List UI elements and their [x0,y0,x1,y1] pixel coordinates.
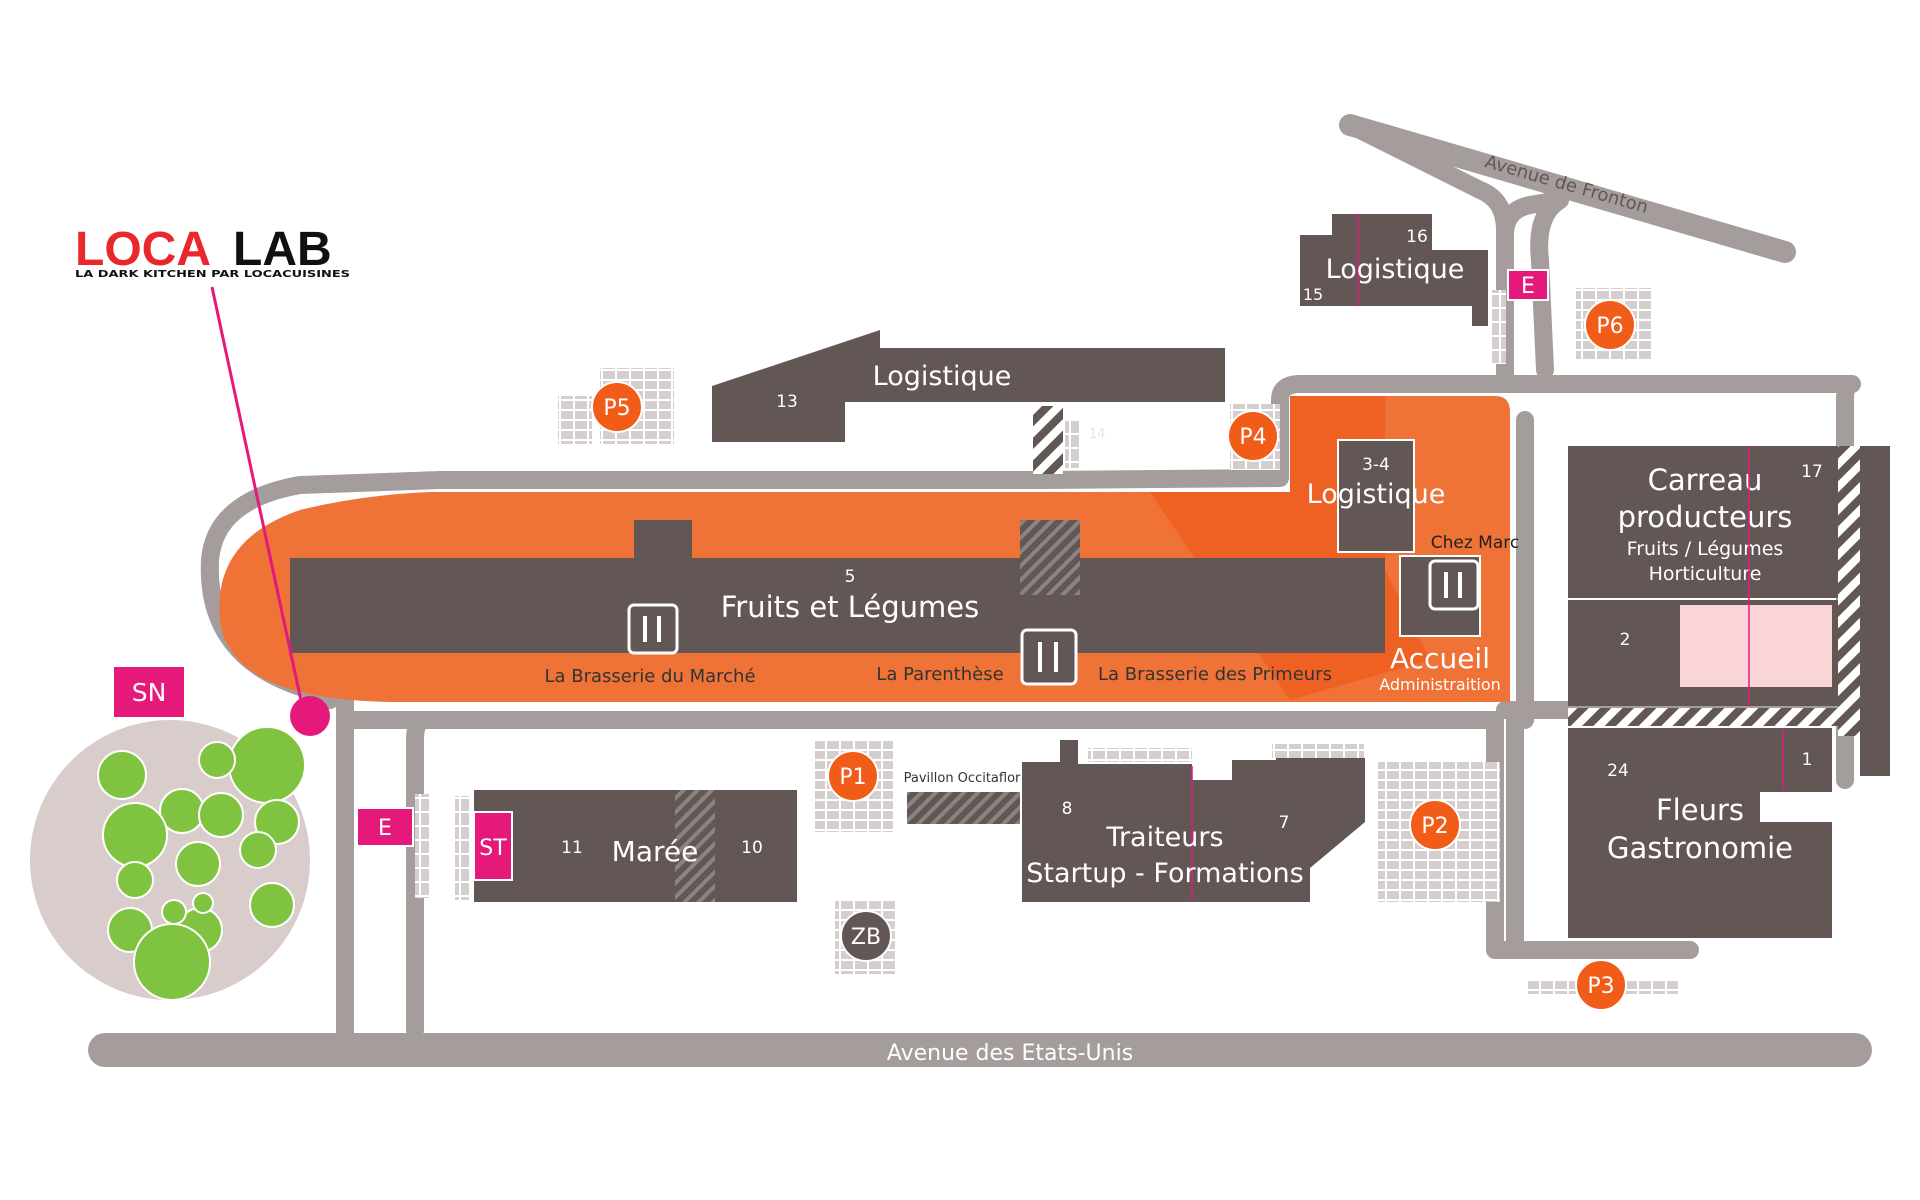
zone-zb[interactable]: ZB [840,910,892,962]
svg-text:Pavillon Occitaflor: Pavillon Occitaflor [904,771,1021,786]
svg-text:Startup - Formations: Startup - Formations [1026,858,1303,889]
building-logistique-13[interactable]: 13 Logistique [712,330,1225,442]
restaurant-brasserie-des-primeurs[interactable]: La Brasserie des Primeurs [1098,664,1332,685]
svg-text:24: 24 [1607,761,1629,781]
parking-p6[interactable]: P6 [1584,299,1636,351]
svg-text:3-4: 3-4 [1362,455,1390,475]
svg-text:Gastronomie: Gastronomie [1607,831,1793,865]
svg-text:Fruits / Légumes: Fruits / Légumes [1627,538,1784,560]
svg-text:Administraition: Administraition [1379,675,1501,694]
svg-text:13: 13 [776,392,798,412]
svg-text:E: E [378,816,392,841]
svg-text:Chez Marc: Chez Marc [1431,533,1519,553]
svg-text:LA DARK KITCHEN PAR LOCACUISIN: LA DARK KITCHEN PAR LOCACUISINES [75,269,350,280]
restaurant-la-parenthese[interactable]: La Parenthèse [876,628,1078,686]
svg-text:P2: P2 [1421,814,1448,839]
road-network [88,114,1872,1067]
svg-text:16: 16 [1406,227,1428,247]
localab-location-marker[interactable] [290,696,330,736]
building-maree[interactable]: 11 Marée 10 [474,790,797,902]
stall-row [455,796,469,900]
building-logistique-15-16[interactable]: 16 Logistique 15 [1300,214,1488,326]
svg-text:P4: P4 [1239,425,1266,450]
cutlery-icon [1428,559,1480,611]
building-fruits-legumes[interactable]: 5 Fruits et Légumes [290,520,1385,653]
svg-text:15: 15 [1303,285,1323,304]
svg-text:11: 11 [561,838,583,858]
pavillon-occitaflor[interactable]: Pavillon Occitaflor [904,771,1021,824]
svg-text:Avenue des Etats-Unis: Avenue des Etats-Unis [887,1041,1133,1066]
building-2[interactable]: 2 [1568,446,1838,706]
svg-text:Logistique: Logistique [873,361,1012,392]
svg-text:ZB: ZB [851,925,881,950]
parking-p5[interactable]: P5 [591,381,643,433]
svg-text:P6: P6 [1596,314,1623,339]
logo-pointer-line [210,286,305,711]
svg-text:17: 17 [1801,462,1823,482]
localab-logo[interactable]: LOCA LAB LA DARK KITCHEN PAR LOCACUISINE… [75,223,350,280]
building-traiteurs[interactable]: 8 7 Traiteurs Startup - Formations [1022,740,1365,902]
building-logistique-3-4[interactable]: 3-4 Logistique [1307,439,1446,553]
market-zone [219,396,1510,702]
svg-text:Logistique: Logistique [1307,479,1446,510]
svg-text:Fruits et Légumes: Fruits et Légumes [721,590,980,624]
green-area [30,720,310,1001]
svg-text:P3: P3 [1587,974,1614,999]
building-14: 14 [1033,406,1105,474]
avenue-etats-unis: Avenue des Etats-Unis [887,1041,1133,1066]
svg-text:2: 2 [1620,630,1631,650]
svg-text:LOCA: LOCA [75,223,211,276]
svg-text:SN: SN [132,678,167,707]
stall-row [1088,748,1192,762]
svg-text:Horticulture: Horticulture [1649,563,1762,585]
svg-text:10: 10 [741,838,763,858]
svg-text:8: 8 [1062,799,1073,819]
building-carreau-producteurs[interactable]: 17 Carreau producteurs Fruits / Légumes … [1568,446,1890,776]
entrance-st[interactable]: ST [473,790,513,902]
cutlery-icon [1020,628,1078,686]
building-fleurs-gastronomie[interactable]: 1 24 Fleurs Gastronomie [1568,728,1832,938]
svg-text:La Parenthèse: La Parenthèse [876,664,1003,685]
parking-p1[interactable]: P1 [827,750,879,802]
svg-text:La Brasserie des Primeurs: La Brasserie des Primeurs [1098,664,1332,685]
svg-text:producteurs: producteurs [1618,500,1793,534]
restaurant-chez-marc[interactable]: Chez Marc [1428,533,1519,611]
stall-row [1272,744,1364,758]
svg-text:ST: ST [479,836,507,861]
entrance-e-west[interactable]: E [356,794,429,898]
svg-text:Fleurs: Fleurs [1656,793,1744,827]
svg-text:5: 5 [845,567,856,587]
entrance-sn[interactable]: SN [112,665,186,719]
striped-passage [1568,708,1838,726]
cutlery-icon [627,603,679,655]
svg-text:La Brasserie du Marché: La Brasserie du Marché [544,666,755,687]
svg-text:Traiteurs: Traiteurs [1105,822,1223,853]
parking-p4[interactable]: P4 [1227,410,1279,462]
svg-text:Carreau: Carreau [1648,463,1763,497]
svg-text:7: 7 [1279,813,1290,833]
svg-text:Logistique: Logistique [1326,254,1465,285]
svg-text:Accueil: Accueil [1390,642,1490,675]
svg-text:E: E [1521,274,1535,299]
entrance-e-north[interactable]: E [1507,269,1549,301]
parking-p3[interactable]: P3 [1575,959,1627,1011]
restaurant-brasserie-du-marche[interactable]: La Brasserie du Marché [544,603,756,687]
parking-p2[interactable]: P2 [1409,799,1461,851]
svg-text:P1: P1 [839,765,866,790]
svg-text:14: 14 [1089,427,1106,442]
svg-text:LAB: LAB [233,223,332,276]
svg-text:Marée: Marée [612,835,699,868]
svg-text:P5: P5 [603,396,630,421]
svg-text:1: 1 [1802,750,1813,770]
